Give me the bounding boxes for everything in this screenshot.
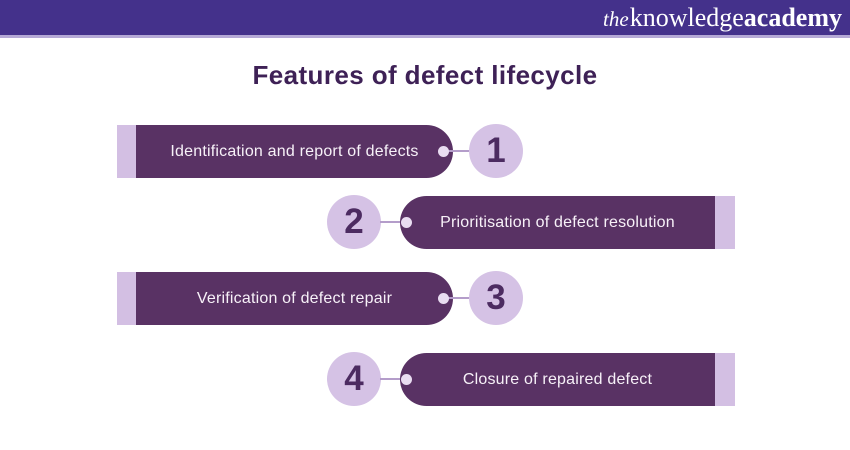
step-3-label: Verification of defect repair bbox=[196, 289, 393, 307]
step-row-1: Identification and report of defects 1 bbox=[0, 124, 850, 178]
brand-logo-academy: academy bbox=[743, 2, 842, 32]
step-row-2: 2 Prioritisation of defect resolution bbox=[0, 195, 850, 249]
step-4-accent-strip bbox=[715, 353, 735, 406]
step-3-number: 3 bbox=[486, 278, 506, 317]
step-row-3: Verification of defect repair 3 bbox=[0, 271, 850, 325]
step-3-connector-dot-icon bbox=[438, 293, 449, 304]
step-4-pill: Closure of repaired defect bbox=[400, 353, 715, 406]
brand-logo: theknowledgeacademy bbox=[603, 2, 850, 32]
step-3-number-badge: 3 bbox=[469, 271, 523, 325]
step-1-number-badge: 1 bbox=[469, 124, 523, 178]
step-1-pill: Identification and report of defects bbox=[136, 125, 453, 178]
page-title: Features of defect lifecycle bbox=[252, 60, 598, 90]
step-4-number-badge: 4 bbox=[327, 352, 381, 406]
step-2-number: 2 bbox=[344, 202, 364, 241]
brand-logo-knowledge: knowledge bbox=[629, 2, 744, 32]
header-bar: theknowledgeacademy bbox=[0, 0, 850, 38]
step-3-accent-strip bbox=[117, 272, 136, 325]
step-1-number: 1 bbox=[486, 131, 506, 170]
step-2-accent-strip bbox=[715, 196, 735, 249]
step-4-number: 4 bbox=[344, 359, 364, 398]
step-4-label: Closure of repaired defect bbox=[462, 370, 653, 388]
step-1-label: Identification and report of defects bbox=[170, 142, 419, 160]
step-2-number-badge: 2 bbox=[327, 195, 381, 249]
step-3-connector-line bbox=[448, 297, 469, 299]
step-2-pill: Prioritisation of defect resolution bbox=[400, 196, 715, 249]
brand-logo-the: the bbox=[603, 6, 629, 31]
step-2-connector-dot-icon bbox=[401, 217, 412, 228]
step-1-connector-dot-icon bbox=[438, 146, 449, 157]
step-2-connector-line bbox=[380, 221, 401, 223]
step-4-connector-dot-icon bbox=[401, 374, 412, 385]
step-1-connector-line bbox=[448, 150, 469, 152]
step-4-connector-line bbox=[380, 378, 401, 380]
step-row-4: 4 Closure of repaired defect bbox=[0, 352, 850, 406]
step-1-accent-strip bbox=[117, 125, 136, 178]
step-2-label: Prioritisation of defect resolution bbox=[440, 213, 675, 231]
step-3-pill: Verification of defect repair bbox=[136, 272, 453, 325]
